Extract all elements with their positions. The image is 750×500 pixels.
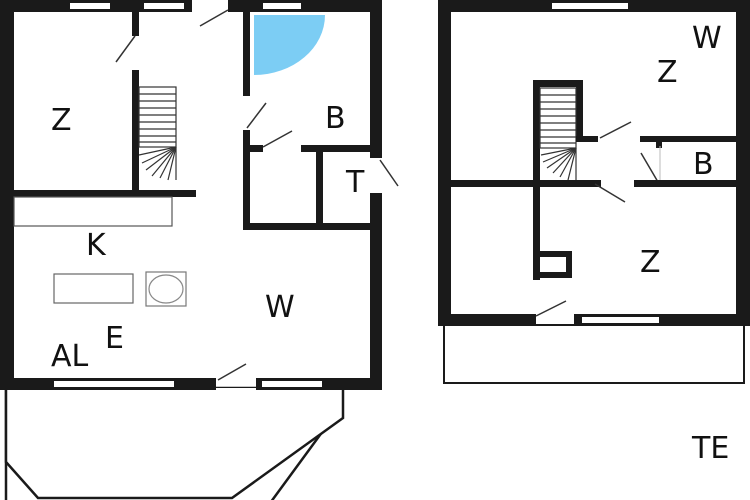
upper-window-bottom <box>582 317 659 323</box>
wall-left <box>0 0 14 390</box>
wall-bedroom-right-top <box>132 0 139 36</box>
upper-floor <box>438 0 750 384</box>
wall-top-right <box>228 0 382 12</box>
kitchen-counter <box>13 196 173 227</box>
room-label-bedroom: Z <box>51 103 72 138</box>
door-swing-entry <box>199 9 229 27</box>
window-bottom-1 <box>54 381 174 387</box>
door-swing-terrace <box>217 363 247 381</box>
terrace-label: TE <box>692 431 730 466</box>
door-swing-bathroom-side <box>246 102 267 129</box>
upper-stair-wall-right <box>576 80 583 142</box>
wall-bathroom-bottom-left <box>243 145 263 152</box>
upper-window-top <box>552 3 628 9</box>
upper-wall-bath-left <box>656 140 662 148</box>
wall-toilet-divider <box>316 150 323 230</box>
wall-right-lower <box>370 193 382 390</box>
ground-floor <box>0 0 399 500</box>
room-label-upper-bedroom-bottom: Z <box>640 245 661 280</box>
upper-door-swing-bedroom-top <box>599 121 632 139</box>
upper-stair-wall-top <box>533 80 583 87</box>
upper-wall-hall-top-right <box>640 136 740 142</box>
room-label-bathroom: B <box>325 101 346 136</box>
terrace-outline-visible <box>4 388 345 500</box>
wall-closets-bottom <box>243 223 378 230</box>
window-top-3 <box>263 3 301 9</box>
chimney <box>533 251 572 278</box>
upper-door-swing-bedroom-bottom <box>594 183 626 203</box>
room-label-upper-living: W <box>692 24 722 54</box>
staircase-ground <box>138 86 177 181</box>
staircase-upper <box>539 87 577 181</box>
upper-wall-hall-bottom-right <box>634 180 740 187</box>
upper-wall-bottom-left <box>438 314 536 326</box>
wall-bathroom-left-top <box>243 10 250 96</box>
room-label-upper-bedroom-top: Z <box>657 55 678 90</box>
room-label-alcove: AL <box>51 339 89 374</box>
wall-right-upper <box>370 0 382 158</box>
door-swing-bathroom <box>262 130 293 148</box>
stove <box>145 271 187 307</box>
upper-door-swing-bath <box>640 152 659 183</box>
upper-wall-hall-bottom-left <box>451 180 601 187</box>
room-label-kitchen: K <box>86 228 106 263</box>
dining-table <box>53 273 134 304</box>
upper-wall-hall-top-left <box>576 136 598 142</box>
wall-bedroom-bottom <box>14 190 196 197</box>
upper-wall-right <box>736 0 750 326</box>
stove-burner <box>148 274 184 304</box>
wall-bathroom-left <box>243 130 250 230</box>
wall-bedroom-right <box>132 70 139 194</box>
balcony-outline <box>443 324 745 384</box>
window-top-2 <box>144 3 184 9</box>
window-bottom-2 <box>262 381 322 387</box>
room-label-dining: E <box>105 321 124 356</box>
door-swing-bedroom <box>115 35 136 63</box>
door-swing-toilet <box>379 159 399 187</box>
window-top-1 <box>70 3 110 9</box>
upper-wall-left <box>438 0 451 326</box>
wall-bathroom-bottom-right <box>301 145 376 152</box>
upper-door-swing-balcony <box>535 300 567 317</box>
room-label-toilet: T <box>346 165 365 200</box>
shower <box>254 15 325 75</box>
room-label-upper-bathroom: B <box>693 147 714 182</box>
room-label-living: W <box>265 290 295 325</box>
